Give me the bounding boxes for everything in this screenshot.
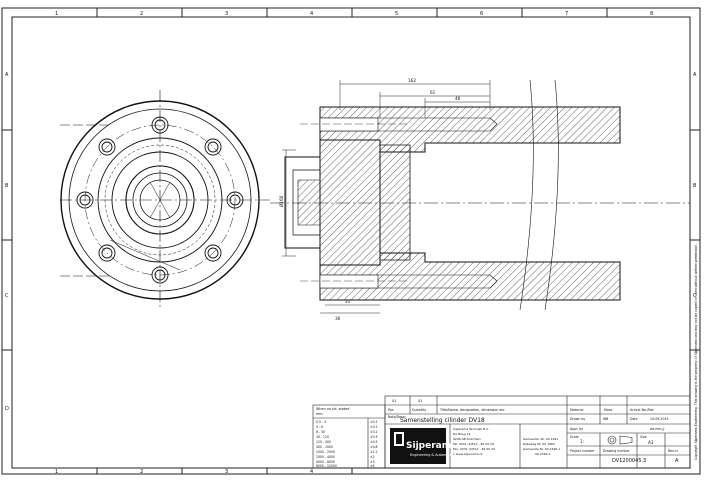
- row-label: A: [5, 72, 9, 78]
- company-logo: [390, 428, 446, 464]
- tolerance-rows: 0.5 - 3 ±0.1 3 - 6 ±0.1 6 - 30 ±0.2 30 -…: [316, 420, 378, 468]
- registry-line: Gemeente Nr. 00 2346-1: [523, 447, 560, 451]
- col-label: 4: [310, 11, 313, 17]
- dim-diameter: Ø160: [279, 195, 284, 207]
- dim-lower-b: 36: [335, 316, 341, 321]
- col-label: 1: [55, 469, 58, 475]
- row-number: 01: [392, 399, 396, 403]
- registry-line: 00 2346-2: [535, 452, 550, 456]
- row-label: C: [5, 293, 9, 299]
- address-line: Tel: 0031 (0)512 - 82 00 39: [452, 442, 494, 446]
- header-quantity: Quantity: [412, 408, 426, 412]
- flange-front-view: [60, 90, 270, 310]
- date-value: 19-09-2015: [650, 417, 669, 421]
- header-pos: Pos: [388, 408, 394, 412]
- project-label: Project number: [570, 449, 595, 453]
- row-label: B: [5, 183, 9, 189]
- assembly-title: Samenstelling cilinder DV18: [400, 417, 485, 424]
- title-block-grid: [384, 395, 691, 469]
- col-label: 8: [650, 11, 653, 17]
- registry-line: Rijksweg Nr. 00 1983: [523, 442, 555, 446]
- address-line: Sijperama Techniek B.V.: [453, 427, 489, 431]
- dim-bore-mid: 46: [455, 96, 461, 101]
- tol-range: 2000 - 4000: [316, 455, 335, 459]
- bolt-holes: [76, 116, 244, 284]
- scale-label: Scale: [570, 435, 579, 439]
- row-label: D: [5, 406, 9, 412]
- tol-range: 4000 - 8000: [316, 460, 335, 464]
- col-label: 2: [140, 469, 143, 475]
- tol-range: 120 - 400: [316, 440, 331, 444]
- registry-line: Gemeente: Nr. 00 1991: [523, 437, 558, 441]
- rev-label: Rev.nr: [668, 449, 679, 453]
- tol-range: 0.5 - 3: [316, 420, 326, 424]
- tol-range: 8000 - 12000: [316, 464, 337, 468]
- revision: A: [675, 458, 679, 464]
- row-labels: A B C D A B C: [5, 72, 697, 412]
- tol-value: ±0.5: [370, 440, 378, 444]
- tol-range: 3 - 6: [316, 425, 323, 429]
- cylinder-section-view: [270, 79, 690, 311]
- appr-label: Appr. by: [570, 427, 583, 431]
- col-label: 4: [310, 469, 313, 475]
- drawn-by-label: Drawn by: [570, 417, 585, 421]
- dim-overall-length: 162: [408, 78, 416, 83]
- col-label: 3: [225, 11, 228, 17]
- col-label: 3: [225, 469, 228, 475]
- tol-value: ±0.1: [370, 420, 378, 424]
- tol-range: 1000 - 2000: [316, 450, 335, 454]
- tol-value: ±0.8: [370, 445, 378, 449]
- drawn-by-value: WB: [603, 417, 608, 421]
- header-mass: Mass: [604, 408, 613, 412]
- header-article: Article No./Ref.: [630, 408, 654, 412]
- tol-range: 6 - 30: [316, 430, 325, 434]
- company-name: Sijperama: [406, 441, 457, 451]
- tol-value: ±2: [370, 455, 375, 459]
- col-label: 2: [140, 11, 143, 17]
- note-label: Note/Descr: [388, 415, 406, 419]
- address-line: I: www.sijperama.nl: [453, 452, 483, 456]
- tol-value: ±0.2: [370, 430, 378, 434]
- side-copyright-text: Copyright Sijperama Engineering. This dr…: [694, 244, 698, 460]
- row-number: 01: [418, 399, 422, 403]
- col-label: 6: [480, 11, 483, 17]
- tol-value: ±3: [370, 460, 375, 464]
- tol-unit: mm: [316, 412, 323, 416]
- tol-value: ±1.2: [370, 450, 378, 454]
- scale-value: 1:: [580, 439, 584, 444]
- drawing-label: Drawing number: [603, 449, 630, 453]
- tol-value: ±0.1: [370, 425, 378, 429]
- date-label: Date: [630, 417, 638, 421]
- col-label: 1: [55, 11, 58, 17]
- column-labels: 1 2 3 4 5 6 7 8 1 2 3 4: [55, 11, 653, 475]
- col-label: 5: [395, 11, 398, 17]
- tol-value: ±4: [370, 464, 375, 468]
- registry-info: Gemeente: Nr. 00 1991 Rijksweg Nr. 00 19…: [523, 437, 560, 456]
- row-label: B: [693, 183, 697, 189]
- address-line: 9206 AB Drachten: [453, 437, 481, 441]
- dimension-lines: [282, 80, 491, 314]
- dim-lower-a: 31: [345, 299, 351, 304]
- row-label: A: [693, 72, 697, 78]
- col-label: 7: [565, 11, 568, 17]
- tol-header: When no tol. stated: [316, 407, 349, 411]
- tol-range: 30 - 120: [316, 435, 329, 439]
- address-line: De Boeg 12: [453, 432, 471, 436]
- drawing-number: DV1200045.3: [612, 458, 646, 464]
- appr-date: dd-mm-jj: [650, 427, 664, 431]
- tol-range: 400 - 1000: [316, 445, 333, 449]
- header-material: Material: [570, 408, 583, 412]
- row-label: C: [693, 293, 697, 299]
- dim-bore-depth: 61: [430, 90, 436, 95]
- format-label: Size: [640, 435, 647, 439]
- header-title: Title/Name, designation, dimension etc: [439, 408, 505, 412]
- projection-symbol-icon: [607, 435, 633, 445]
- address-line: Fax: 0031 (0)512 - 82 00 29: [453, 447, 495, 451]
- format-value: A3: [648, 440, 654, 445]
- company-address: Sijperama Techniek B.V. De Boeg 12 9206 …: [452, 427, 495, 456]
- company-subtitle: Engineering & Automation: [410, 453, 455, 457]
- tol-value: ±0.3: [370, 435, 378, 439]
